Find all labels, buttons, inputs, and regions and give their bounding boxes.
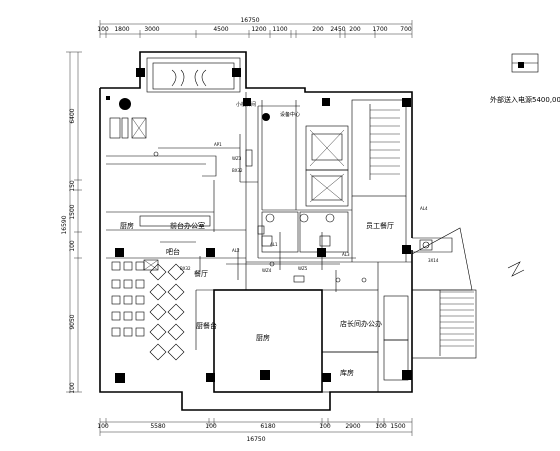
power-legend: 外部送入电源5400,008 [490, 53, 560, 104]
room-staff-dining: 员工餐厅 [366, 221, 394, 230]
structural-columns [115, 68, 412, 383]
room-small: 小楼梯间 [236, 101, 256, 108]
left-total-dim: 16590 [61, 215, 68, 234]
room-equipment: 设备中心 [280, 111, 300, 118]
bottom-total-dim: 16750 [246, 436, 265, 443]
top-dim-4: 4500 [213, 26, 228, 33]
label-al4: AL4 [420, 206, 428, 211]
top-dim-1: 100 [97, 26, 109, 33]
label-al1: AL1 [270, 242, 278, 247]
left-dim-5: 9050 [69, 314, 76, 329]
top-dim-11: 700 [400, 26, 412, 33]
room-manager: 店长间办公办 [340, 319, 382, 328]
left-dim-3: 1500 [69, 204, 76, 219]
bottom-dim-2: 5580 [150, 423, 165, 430]
room-kitchen: 厨房 [256, 333, 270, 342]
device-labels: AP1 WZ3 BX32 AL1 AL2 WZ4 AL3 AL4 3X14 WZ… [180, 142, 439, 273]
room-office: 厨房 [120, 221, 134, 230]
room-storage: 库房 [340, 368, 354, 377]
bottom-dim-6: 2900 [345, 423, 360, 430]
bottom-dim-4: 6180 [260, 423, 275, 430]
room-labels: 小楼梯间 设备中心 厨房 前台办公室 吧台 餐厅 员工餐厅 厨餐台 厨房 店长间… [120, 101, 394, 377]
label-wz4: WZ4 [262, 268, 272, 273]
electrical-wiring [153, 105, 367, 292]
top-dim-5: 1200 [251, 26, 266, 33]
label-al3: AL3 [342, 252, 350, 257]
top-dim-3: 3000 [144, 26, 159, 33]
label-al2: AL2 [232, 248, 240, 253]
label-wz5: WZ5 [298, 266, 308, 271]
top-dim-10: 1700 [372, 26, 387, 33]
bottom-dim-5: 100 [319, 423, 331, 430]
left-dimension-chain: 16590 6400 150 1500 100 9050 100 [61, 51, 82, 394]
bottom-dim-8: 1500 [390, 423, 405, 430]
left-dim-1: 6400 [69, 108, 76, 123]
outer-walls [99, 51, 413, 411]
top-dim-6: 1100 [272, 26, 287, 33]
label-wz3: WZ3 [232, 156, 242, 161]
top-dim-2: 1800 [114, 26, 129, 33]
exterior-stair [411, 227, 525, 359]
legend-text: 外部送入电源5400,008 [490, 95, 560, 104]
left-dim-4: 100 [69, 240, 76, 252]
room-front-office: 前台办公室 [170, 221, 205, 230]
room-dining: 餐厅 [194, 269, 208, 278]
top-dim-7: 200 [312, 26, 324, 33]
label-ap1: AP1 [214, 142, 222, 147]
top-total-dim: 16750 [240, 17, 259, 24]
bottom-dimension-chain: 100 5580 100 6180 100 2900 100 1500 1675… [97, 418, 413, 443]
left-dim-2: 150 [69, 180, 76, 192]
bottom-dim-7: 100 [375, 423, 387, 430]
label-bx32: BX32 [232, 168, 243, 173]
left-dim-6: 100 [69, 382, 76, 394]
room-cashier: 吧台 [166, 247, 180, 256]
label-3x14: 3X14 [428, 258, 439, 263]
top-dim-8: 2450 [330, 26, 345, 33]
dining-tables [109, 117, 185, 361]
bottom-dim-1: 100 [97, 423, 109, 430]
interior-walls [106, 92, 412, 393]
bottom-dim-3: 100 [205, 423, 217, 430]
label-bx32-b: BX32 [180, 266, 191, 271]
room-bar-counter: 厨餐台 [196, 321, 217, 330]
top-dimension-chain: 16750 100 1800 3000 4500 1200 1100 200 2… [97, 17, 413, 38]
top-dim-9: 200 [349, 26, 361, 33]
